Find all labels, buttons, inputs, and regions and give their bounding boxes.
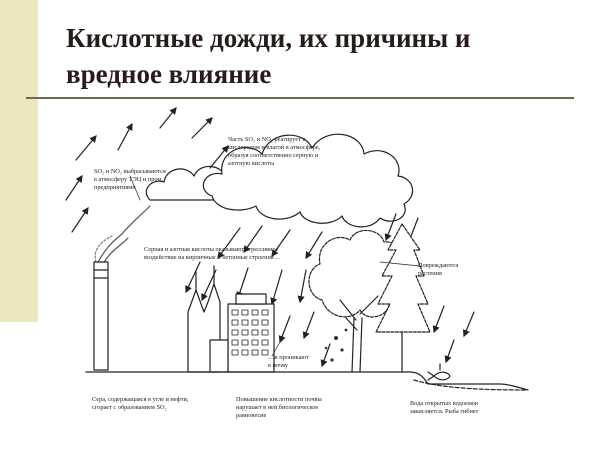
label-plants: Повреждаются растения (418, 262, 459, 277)
label-sulfur: Сера, содержащаяся в угле и нефти, сгора… (92, 396, 189, 411)
smoke-plume (97, 205, 151, 263)
conifer-tree (375, 223, 431, 373)
label-emission: SO₂ и NO₂ выбрасываются в атмосферу ТЭЦ … (94, 168, 166, 191)
water-surface (413, 379, 527, 391)
label-soil: ... и проникают в почву (268, 354, 309, 369)
title-line-2: вредное влияние (66, 59, 272, 89)
slide-title: Кислотные дожди, их причины и вредное вл… (66, 20, 586, 92)
label-buildings: Серная и азотная кислоты оказывают агрес… (144, 246, 281, 261)
label-balance: Повышение кислотности почвы нарушает в н… (236, 396, 322, 419)
ground-line (85, 371, 529, 391)
dead-fish (427, 371, 451, 381)
title-divider (26, 97, 574, 99)
cloud-main (202, 133, 414, 228)
office-building (209, 293, 275, 373)
factory-chimney (93, 261, 109, 371)
label-water: Вода открытых водоемов закисляется. Рыба… (410, 400, 479, 415)
label-reaction: Часть SO₂ и NO₂ реагирует с кислородом и… (228, 136, 321, 167)
title-line-1: Кислотные дожди, их причины и (66, 23, 471, 53)
slide-decor-band (0, 0, 38, 322)
